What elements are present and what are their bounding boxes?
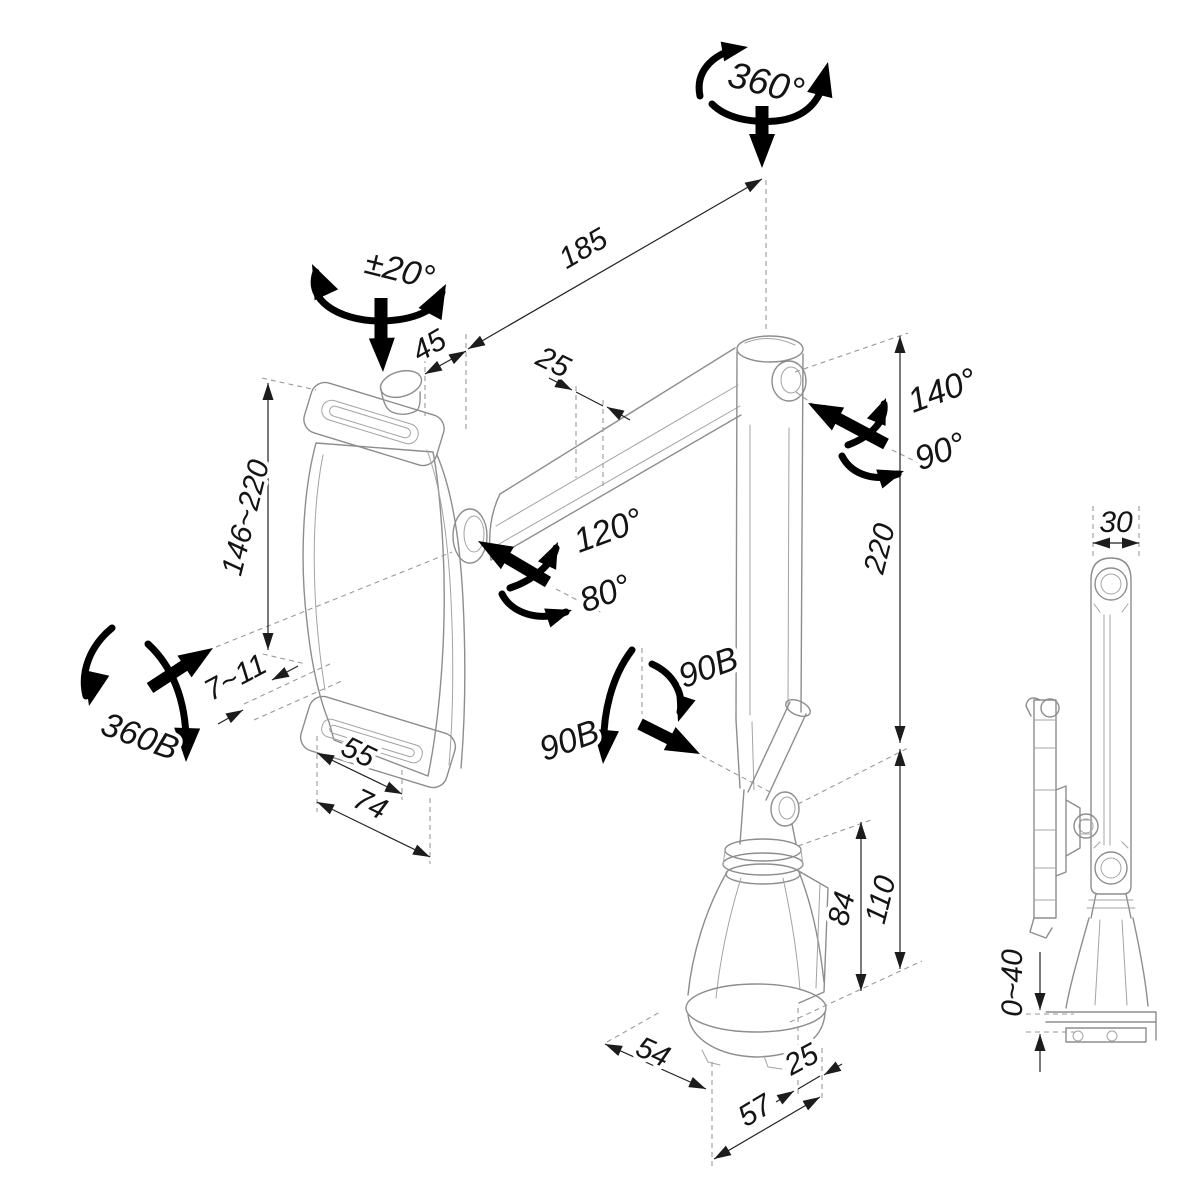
angle-90-label: 90° xyxy=(910,425,971,478)
dim-57-label: 57 xyxy=(732,1087,779,1133)
dim-185-label: 185 xyxy=(553,222,613,276)
rotation-arrows xyxy=(76,37,908,766)
angle-120-label: 120° xyxy=(569,501,648,561)
shoulder-rotation-arrows xyxy=(471,529,576,628)
projection-lines xyxy=(215,180,1140,1168)
angle-80-label: 80° xyxy=(575,567,636,620)
rotation-90b-left-label: 90B xyxy=(534,712,604,768)
vertical-arm xyxy=(735,335,807,721)
dim-0-40-label: 0~40 xyxy=(996,949,1029,1017)
dim-110-label: 110 xyxy=(859,872,903,927)
angle-140-label: 140° xyxy=(903,361,982,421)
dim-7-11-label: 7~11 xyxy=(199,648,272,708)
base-rotation-arrows xyxy=(76,624,221,763)
tilt-20-arrow xyxy=(300,258,458,373)
elbow-rotation-arrows xyxy=(801,391,908,489)
dim-25-base-label: 25 xyxy=(778,1037,824,1082)
tablet-holder xyxy=(299,369,488,789)
rotation-360-label: 360° xyxy=(724,54,808,112)
side-view xyxy=(1025,557,1157,1043)
joint-rotation-arrows xyxy=(590,646,706,766)
dim-220-label: 220 xyxy=(857,520,901,578)
dim-54-label: 54 xyxy=(631,1030,675,1074)
labels: 360° ±20° 140° 90° 120° 80° 360B 90B 90B… xyxy=(92,50,1137,1138)
dim-25-arm-label: 25 xyxy=(530,340,576,385)
tilt-20-label: ±20° xyxy=(361,243,438,297)
rotation-90b-right-label: 90B xyxy=(673,639,743,695)
dim-45-label: 45 xyxy=(407,323,453,368)
rotation-360-arrow xyxy=(695,37,841,168)
dimension-lines xyxy=(217,178,1139,1160)
main-view xyxy=(299,335,829,1070)
dim-84-label: 84 xyxy=(822,889,862,929)
dim-30-label: 30 xyxy=(1099,506,1133,539)
rotation-360b-label: 360B xyxy=(96,705,184,768)
lower-joint xyxy=(722,699,811,876)
cone-base xyxy=(685,863,829,1070)
dim-146-220-label: 146~220 xyxy=(216,456,277,578)
